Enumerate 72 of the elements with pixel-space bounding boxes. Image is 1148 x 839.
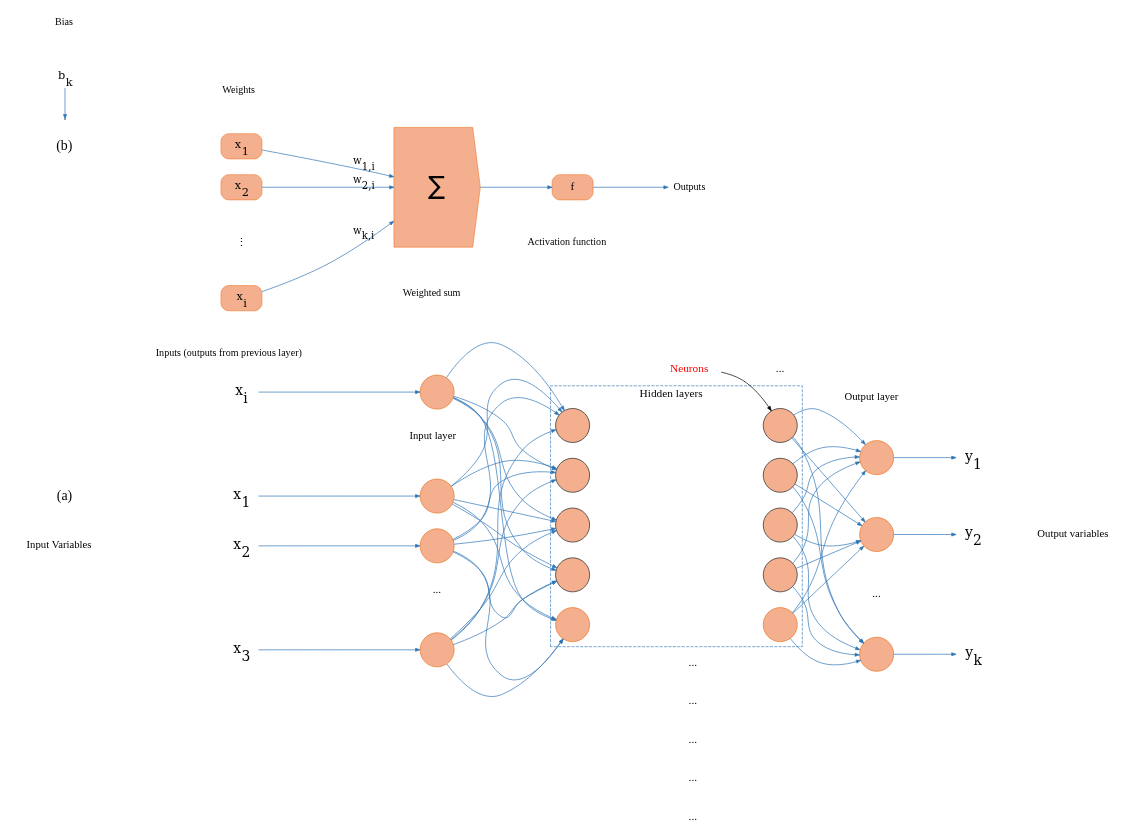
label: Weighted sum	[402, 287, 460, 299]
node-circle	[419, 528, 454, 564]
node-circle	[554, 507, 590, 543]
node-box: f	[551, 174, 593, 201]
arrow	[62, 87, 67, 120]
node-circle	[419, 632, 454, 668]
arrow	[794, 483, 862, 527]
node-circle	[762, 507, 798, 543]
label: ...	[688, 732, 697, 745]
arrow	[791, 455, 860, 514]
arrow	[261, 185, 394, 190]
arrow	[792, 545, 864, 614]
node-circle	[762, 457, 798, 493]
node-circle	[762, 408, 798, 443]
arrow	[893, 532, 956, 537]
arrow	[893, 455, 956, 460]
arrow	[479, 185, 552, 190]
arrow	[261, 149, 394, 178]
label: ...	[775, 362, 784, 375]
arrow	[446, 638, 563, 697]
label: ...	[688, 655, 697, 668]
arrow	[257, 494, 420, 498]
label: ...	[688, 771, 697, 784]
node-text: Neurons	[669, 362, 708, 375]
arrow	[792, 446, 861, 465]
arrow	[453, 499, 556, 523]
label: Input layer	[408, 428, 456, 441]
label: ...	[688, 809, 697, 822]
label: ...	[688, 694, 697, 707]
node-circle	[419, 374, 454, 410]
arrow	[452, 550, 564, 681]
arrow	[790, 437, 865, 523]
node-circle	[419, 478, 454, 514]
arrow	[791, 486, 864, 644]
node-circle	[762, 557, 798, 593]
node-circle	[554, 557, 590, 593]
label: ...	[871, 587, 881, 600]
label: ⋮	[235, 235, 247, 248]
arrow	[789, 638, 861, 666]
arrow	[445, 342, 565, 411]
label: (b)	[55, 137, 72, 153]
label: ...	[432, 582, 441, 595]
arrow	[795, 540, 861, 569]
arrow	[791, 586, 860, 657]
label: Weights	[221, 84, 255, 96]
label: Inputs (outputs from previous layer)	[155, 347, 302, 359]
arrow	[450, 379, 562, 487]
arrow	[257, 390, 420, 394]
arrow	[792, 536, 860, 651]
arrow	[792, 408, 866, 445]
arrow	[452, 470, 556, 540]
arrow	[451, 503, 557, 569]
label: Input Variables	[26, 538, 91, 551]
label: Output layer	[844, 390, 898, 403]
node-text: Outputs	[672, 180, 705, 192]
node-circle	[762, 607, 798, 642]
label: (a)	[56, 487, 72, 503]
arrow	[791, 461, 860, 564]
node-circle	[554, 457, 590, 493]
arrow	[793, 534, 861, 547]
arrow	[893, 652, 956, 657]
arrow	[720, 371, 772, 412]
label: Activation function	[527, 236, 606, 248]
arrow	[792, 436, 864, 644]
arrow	[257, 543, 420, 548]
label: Bias	[54, 15, 73, 27]
arrow	[257, 647, 420, 652]
arrow	[453, 527, 556, 545]
arrow	[261, 220, 394, 292]
arrow	[592, 185, 669, 190]
arrow	[791, 470, 866, 613]
label: Output variables	[1036, 527, 1108, 540]
